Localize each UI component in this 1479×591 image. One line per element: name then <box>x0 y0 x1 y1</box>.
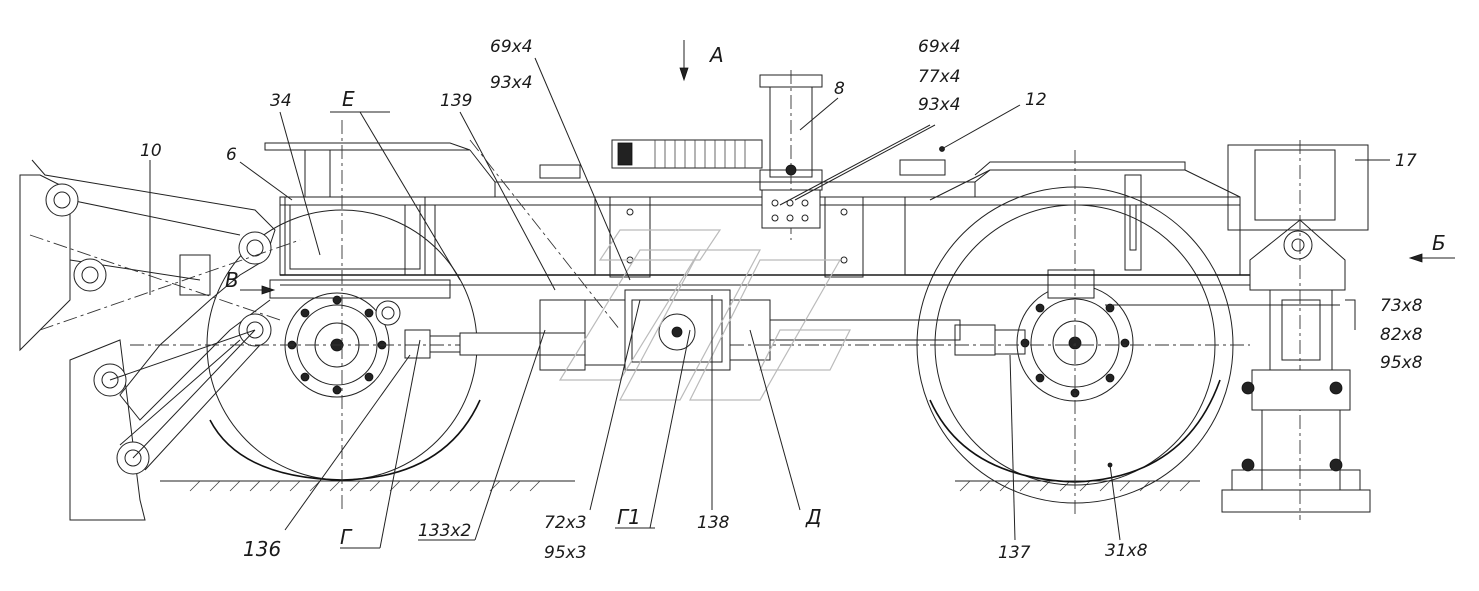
callout-77x4-right: 77х4 <box>918 67 961 87</box>
view-v-label: В <box>225 268 239 292</box>
callout-12: 12 <box>1025 90 1047 110</box>
callout-139: 139 <box>440 91 472 111</box>
view-b-label: Б <box>1432 231 1446 255</box>
front-arm-mechanism <box>19 159 401 521</box>
callout-72x3: 72х3 <box>544 513 587 533</box>
callout-10: 10 <box>140 141 162 161</box>
callout-82x8: 82х8 <box>1380 325 1423 345</box>
callout-17: 17 <box>1395 151 1417 171</box>
view-a-label: А <box>708 43 724 67</box>
callout-133x2: 133х2 <box>418 521 471 541</box>
rear-coupler <box>1221 140 1371 520</box>
callout-137: 137 <box>998 543 1031 563</box>
callout-95x8: 95х8 <box>1380 353 1423 373</box>
callout-6: 6 <box>226 145 237 165</box>
section-d-label: Д <box>805 505 822 529</box>
callout-69x4-right: 69х4 <box>918 37 961 57</box>
top-gear-assembly <box>539 70 823 240</box>
leader-lines <box>149 40 1455 549</box>
callout-34: 34 <box>270 91 292 111</box>
section-g-label: Г <box>340 525 353 549</box>
callout-69x4-left: 69х4 <box>490 37 533 57</box>
ground-line <box>160 480 1200 492</box>
center-lines <box>341 120 1076 515</box>
callout-136: 136 <box>243 537 281 561</box>
section-e-label: Е <box>342 87 355 111</box>
callout-31x8: 31х8 <box>1105 541 1148 561</box>
callout-8: 8 <box>834 79 845 99</box>
callout-93x4-left: 93х4 <box>490 73 533 93</box>
callout-95x3: 95х3 <box>544 543 587 563</box>
callout-93x4-right: 93х4 <box>918 95 961 115</box>
callout-labels: А Б В Е 69х4 93х4 69х4 77х4 93х4 139 34 … <box>140 37 1446 563</box>
main-frame <box>264 142 1250 286</box>
callout-138: 138 <box>697 513 730 533</box>
watermark-logo <box>558 229 851 401</box>
section-g1-label: Г1 <box>617 505 641 529</box>
callout-73x8: 73х8 <box>1380 296 1423 316</box>
